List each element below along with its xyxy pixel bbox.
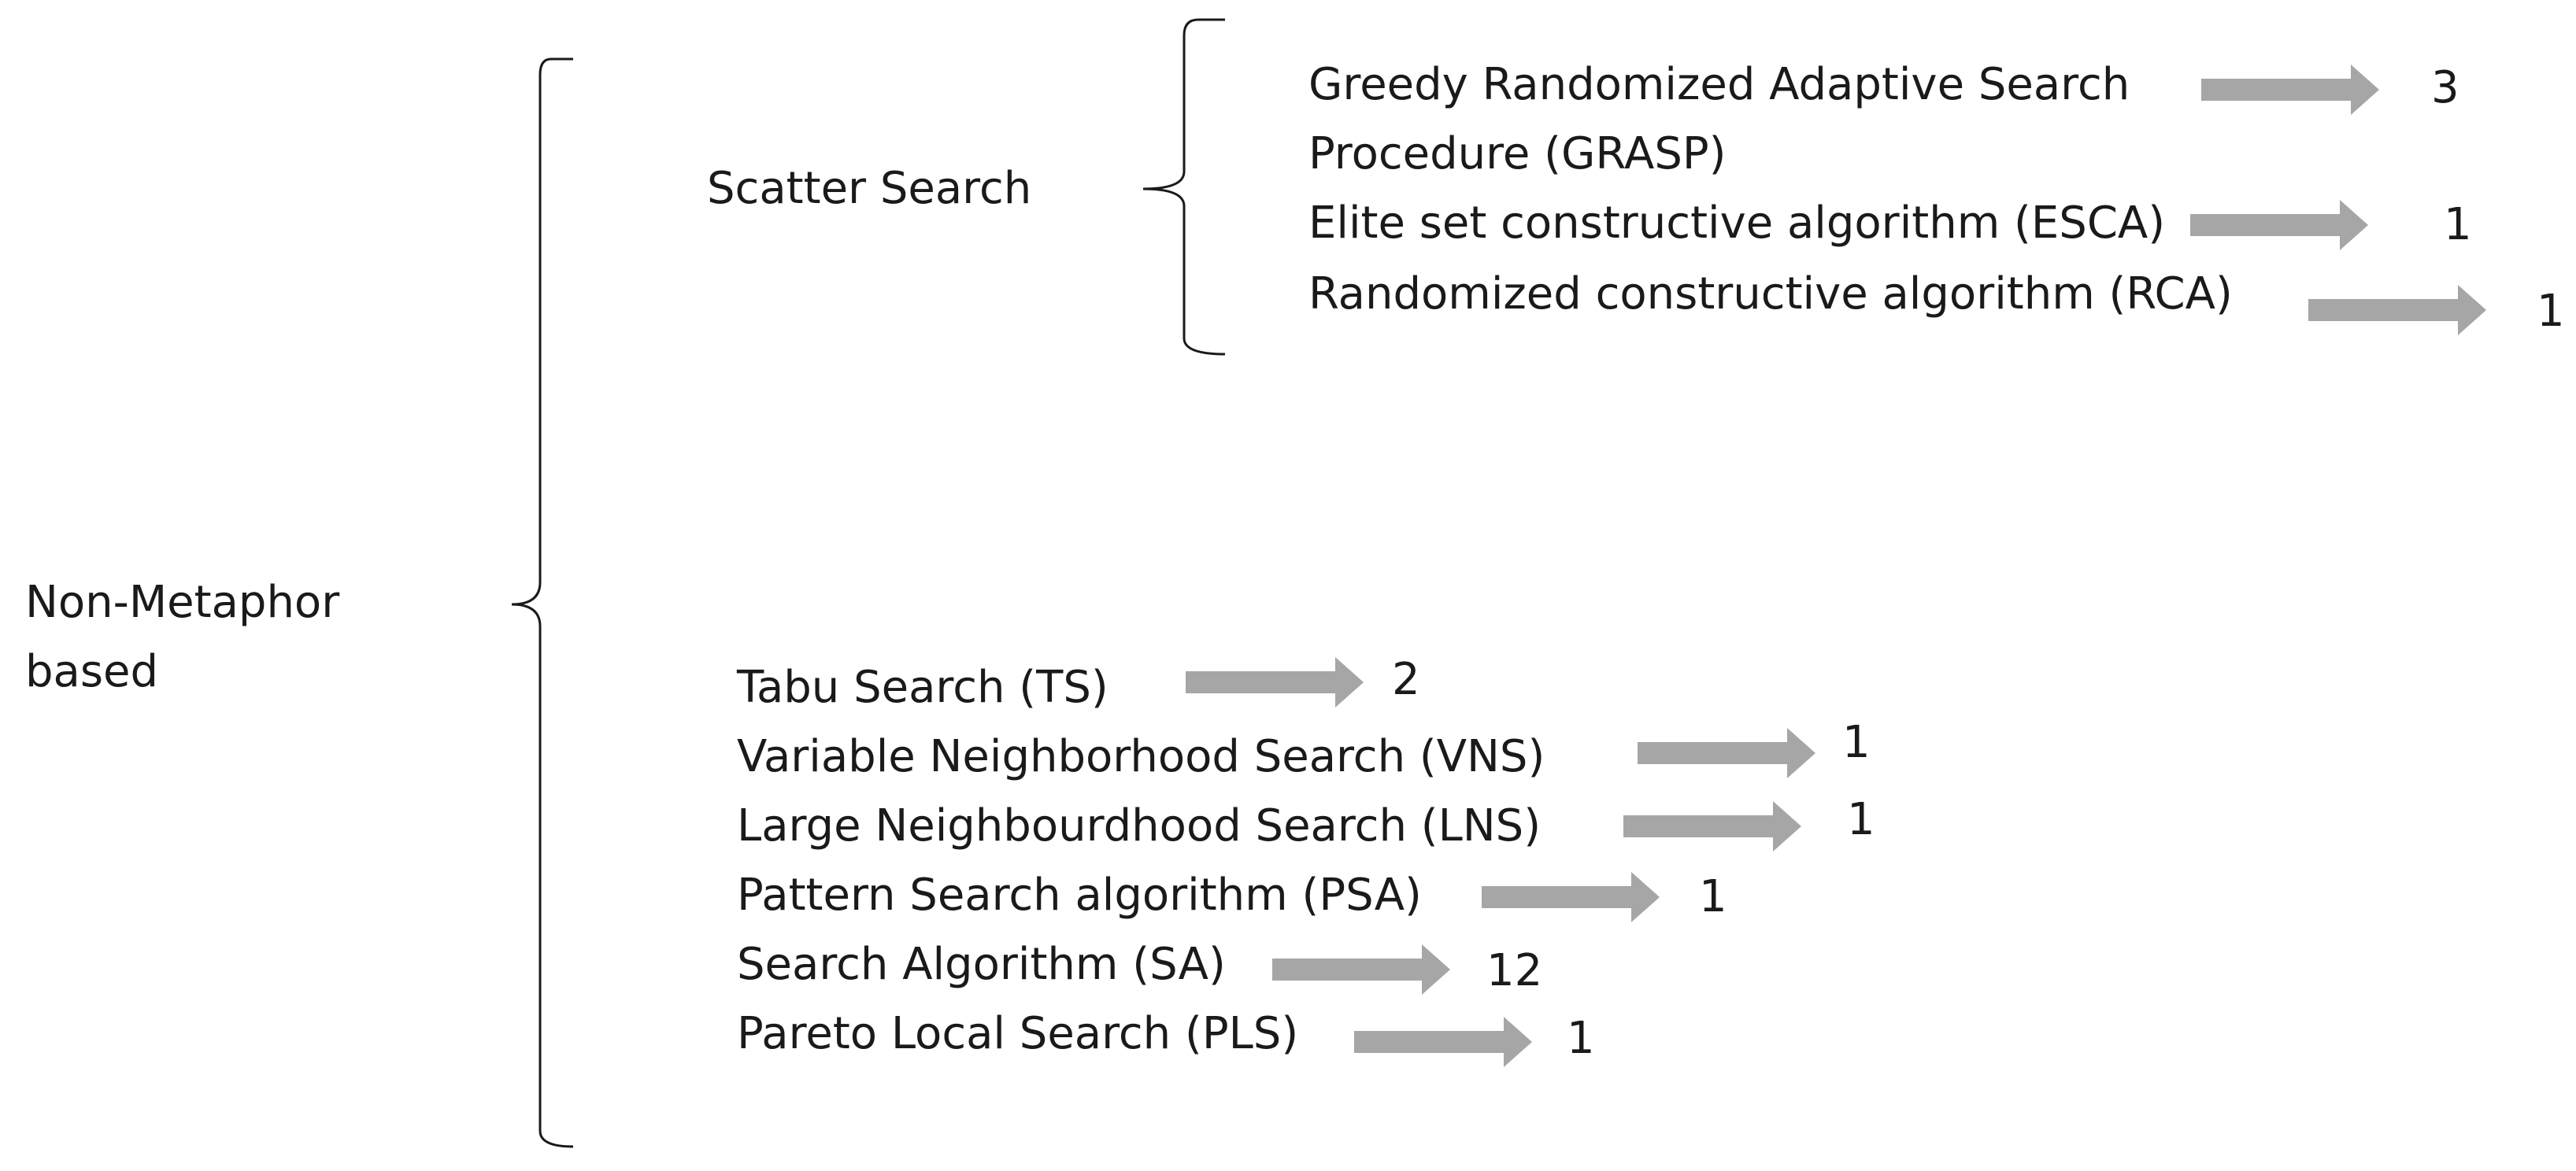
- main-brace-path: [511, 57, 574, 1148]
- sa-arrow: [1272, 944, 1450, 995]
- psa-arrow: [1482, 872, 1660, 922]
- vns-count: 1: [1842, 717, 1871, 768]
- ts-arrow: [1186, 657, 1364, 707]
- scatter-search-label: Scatter Search: [707, 163, 1032, 214]
- rca-label: Randomized constructive algorithm (RCA): [1308, 268, 2233, 320]
- grasp-count: 3: [2431, 62, 2459, 113]
- esca-label: Elite set constructive algorithm (ESCA): [1308, 198, 2166, 249]
- psa-label: Pattern Search algorithm (PSA): [737, 870, 1422, 921]
- lns-arrow: [1623, 801, 1801, 851]
- lns-count: 1: [1847, 794, 1875, 845]
- grasp-arrow: [2201, 65, 2379, 115]
- root-label-line1: Non-Metaphor: [25, 577, 340, 628]
- grasp-label-line2: Procedure (GRASP): [1308, 128, 1727, 179]
- sa-label: Search Algorithm (SA): [737, 939, 1226, 990]
- grasp-label-line1: Greedy Randomized Adaptive Search: [1308, 59, 2130, 110]
- ts-count: 2: [1392, 654, 1420, 705]
- esca-count: 1: [2444, 199, 2472, 250]
- sa-count: 12: [1486, 945, 1543, 996]
- lns-label: Large Neighbourdhood Search (LNS): [737, 800, 1542, 851]
- root-label-line2: based: [25, 646, 159, 697]
- pls-label: Pareto Local Search (PLS): [737, 1008, 1299, 1059]
- esca-arrow: [2190, 200, 2368, 250]
- ts-label: Tabu Search (TS): [737, 662, 1108, 713]
- scatter-brace-path: [1142, 18, 1226, 356]
- vns-arrow: [1638, 728, 1815, 778]
- vns-label: Variable Neighborhood Search (VNS): [737, 731, 1545, 782]
- rca-count: 1: [2537, 286, 2565, 337]
- psa-count: 1: [1699, 871, 1727, 922]
- pls-count: 1: [1567, 1013, 1595, 1064]
- rca-arrow: [2308, 285, 2486, 335]
- pls-arrow: [1354, 1017, 1532, 1067]
